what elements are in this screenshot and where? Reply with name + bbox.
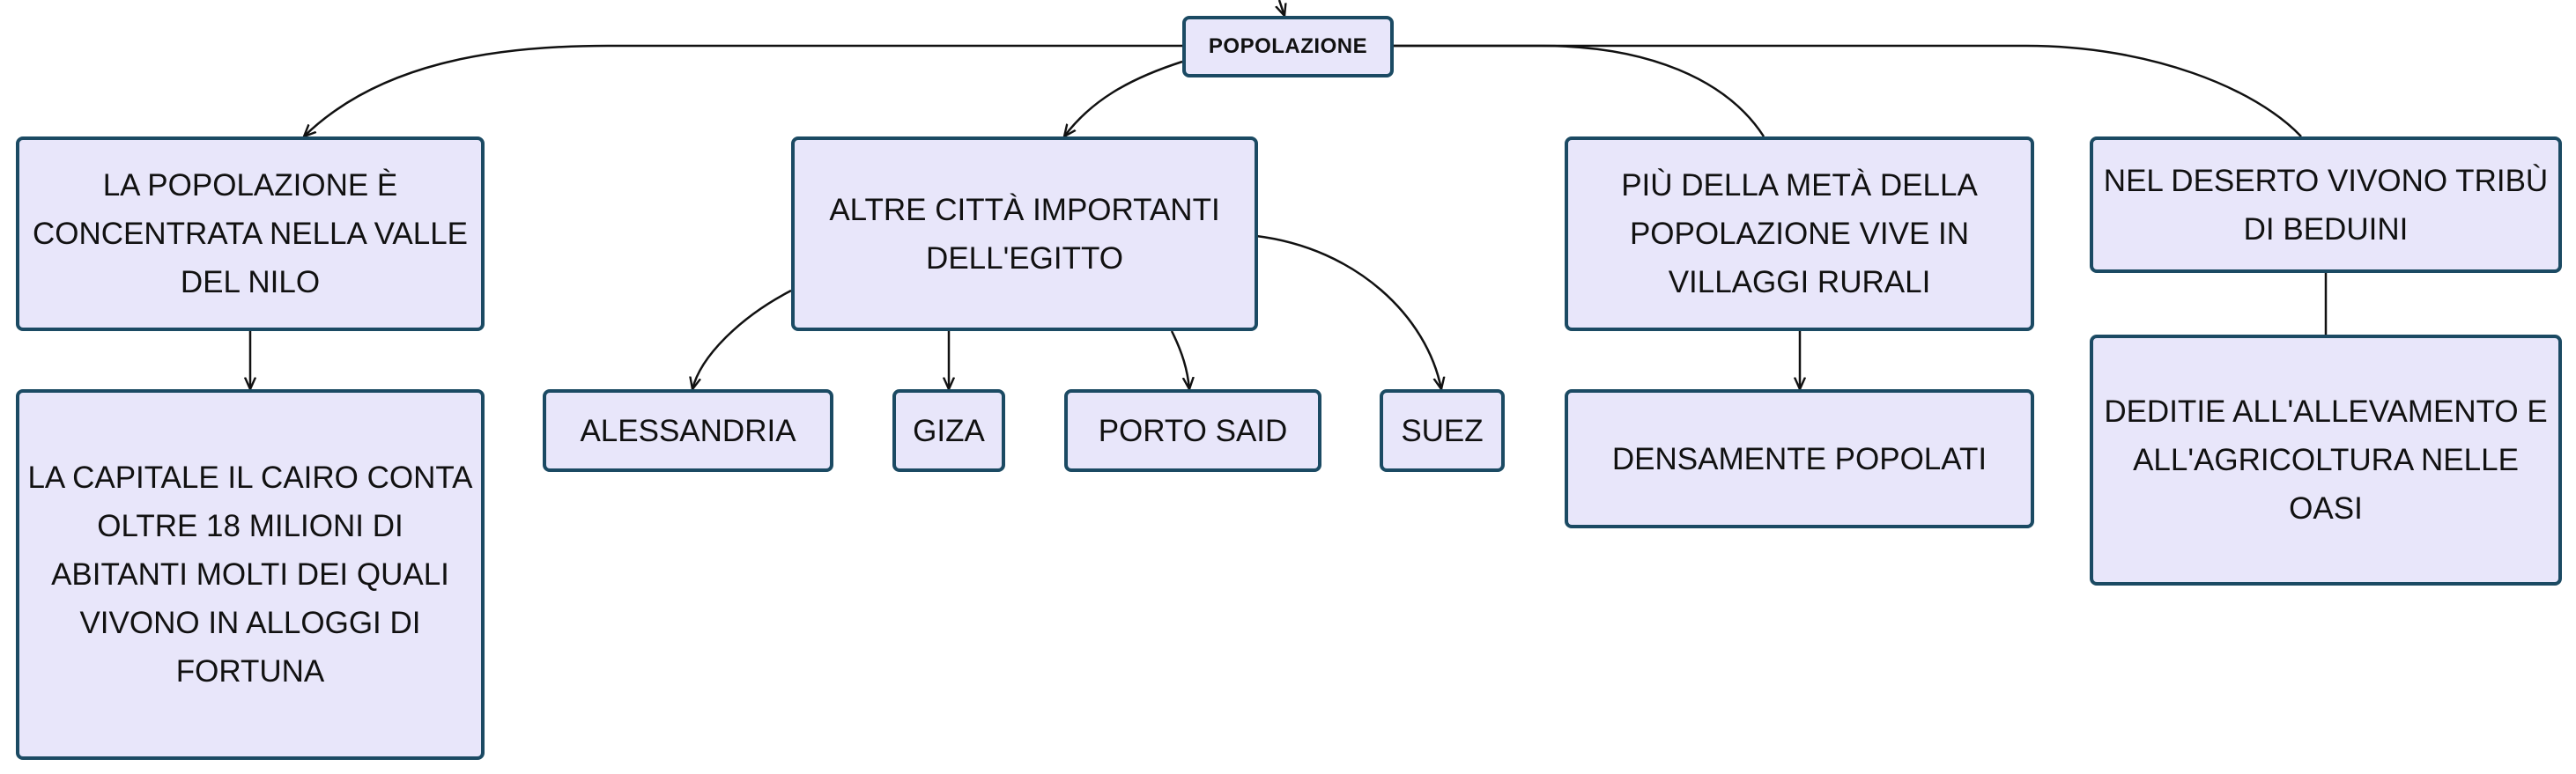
- node-villaggi-rurali[interactable]: PIÙ DELLA METÀ DELLA POPOLAZIONE VIVE IN…: [1565, 136, 2034, 331]
- edge-incoming-root: [1279, 0, 1284, 16]
- edge-citta-alessandria: [692, 289, 792, 389]
- node-alessandria[interactable]: ALESSANDRIA: [543, 389, 833, 472]
- node-valle-del-nilo[interactable]: LA POPOLAZIONE È CONCENTRATA NELLA VALLE…: [16, 136, 485, 331]
- node-deditie-allevamento[interactable]: DEDITIE ALL'ALLEVAMENTO E ALL'AGRICOLTUR…: [2090, 335, 2562, 586]
- node-suez[interactable]: SUEZ: [1380, 389, 1505, 472]
- node-densamente-popolati[interactable]: DENSAMENTE POPOLATI: [1565, 389, 2034, 528]
- node-giza[interactable]: GIZA: [892, 389, 1005, 472]
- edge-root-deserto: [1394, 44, 2302, 137]
- root-node-popolazione[interactable]: POPOLAZIONE: [1182, 16, 1394, 77]
- node-deserto-beduini[interactable]: NEL DESERTO VIVONO TRIBÙ DI BEDUINI: [2090, 136, 2562, 273]
- node-cairo[interactable]: LA CAPITALE IL CAIRO CONTA OLTRE 18 MILI…: [16, 389, 485, 760]
- edge-root-valle: [304, 44, 1182, 136]
- node-porto-said[interactable]: PORTO SAID: [1064, 389, 1321, 472]
- edge-root-citta: [1064, 60, 1183, 136]
- edge-root-villaggi: [1394, 44, 1765, 137]
- edge-citta-suez: [1255, 234, 1441, 389]
- edge-citta-porto-said: [1170, 330, 1189, 389]
- node-altre-citta[interactable]: ALTRE CITTÀ IMPORTANTI DELL'EGITTO: [791, 136, 1258, 331]
